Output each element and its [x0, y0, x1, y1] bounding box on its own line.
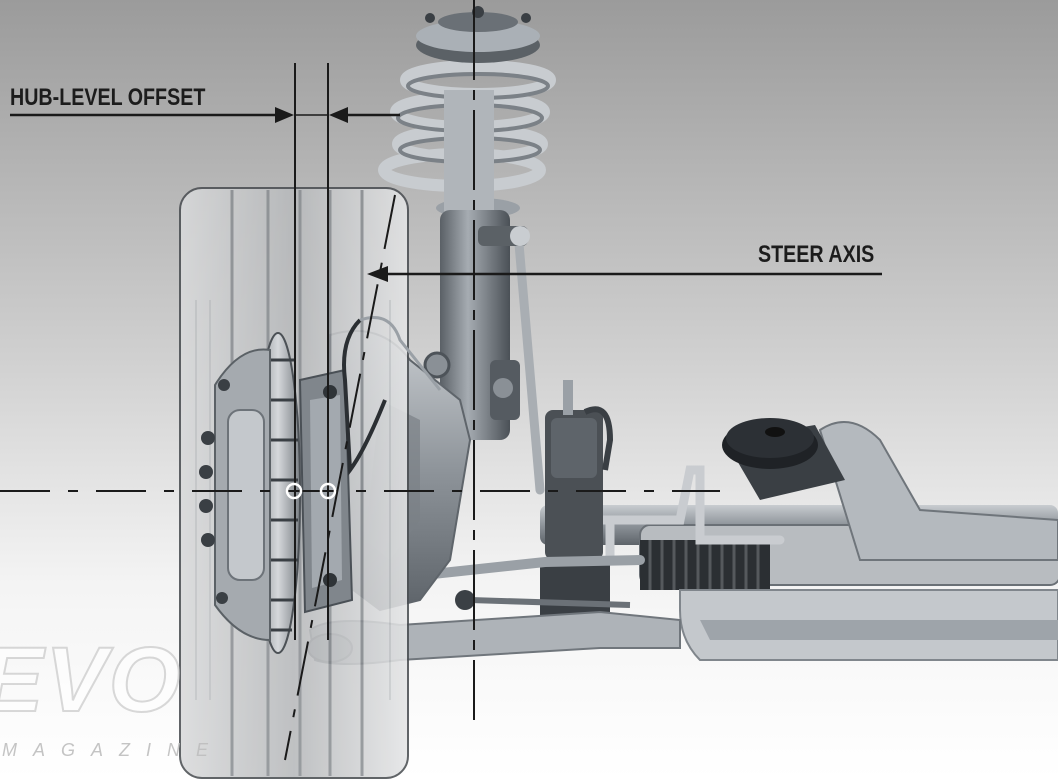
subframe — [679, 421, 1058, 661]
offset-arrow-right — [275, 107, 294, 123]
offset-arrow-left — [329, 107, 348, 123]
steer-axis-leader — [367, 266, 882, 282]
wheel-hub — [199, 348, 271, 642]
steer-axis-arrow — [367, 266, 388, 282]
steer-axis-label: STEER AXIS — [758, 241, 875, 268]
watermark-logo: EVO — [0, 628, 183, 732]
hub-centre-markers — [285, 482, 337, 500]
brake-hose — [342, 318, 387, 476]
steering-pump — [540, 380, 614, 620]
hub-offset-dimension — [10, 107, 400, 123]
watermark-subtitle: MAGAZINE — [2, 740, 225, 760]
hub-level-offset-label: HUB-LEVEL OFFSET — [10, 84, 206, 111]
abs-sensor-wire — [359, 316, 442, 391]
engine-mount — [722, 418, 845, 500]
construction-lines — [0, 0, 720, 761]
strut — [423, 90, 520, 440]
steer-axis-line — [284, 194, 396, 761]
